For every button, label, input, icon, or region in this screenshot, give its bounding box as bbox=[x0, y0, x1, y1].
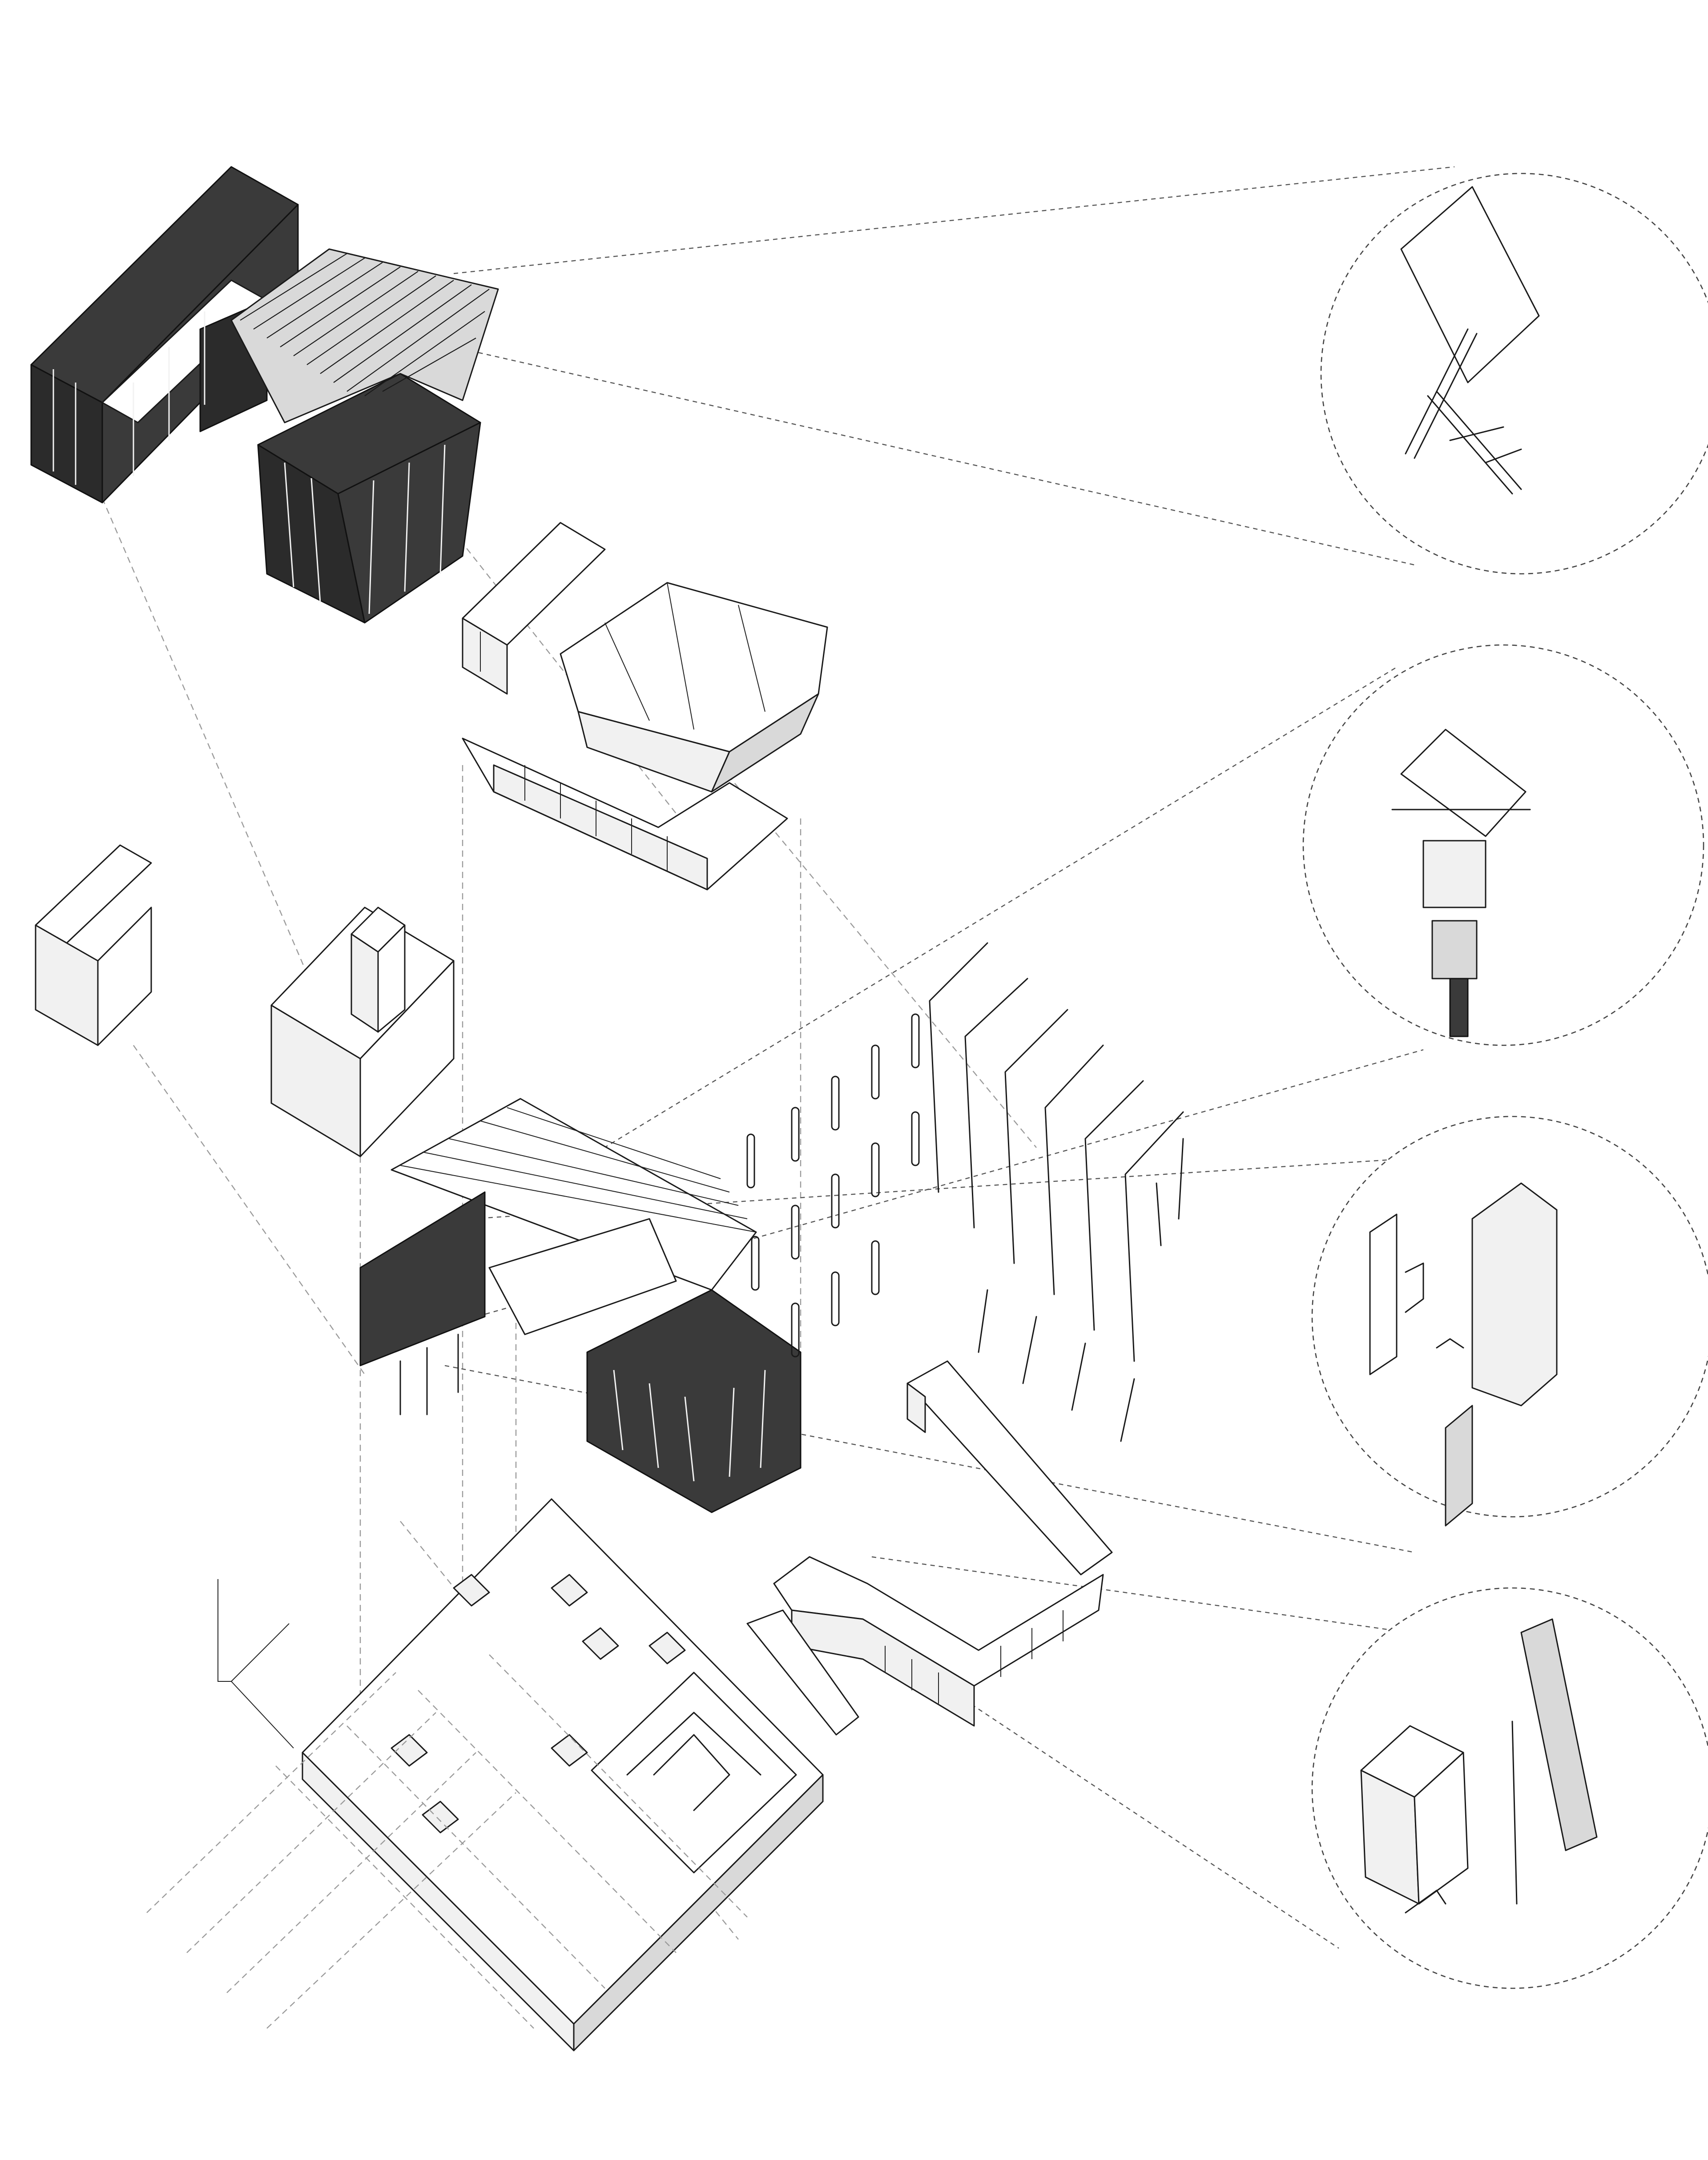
roof-cladding-layer bbox=[30, 166, 499, 624]
upper-wall-and-skylight-layer bbox=[462, 522, 828, 891]
timber-frame-floor-layer bbox=[359, 1098, 802, 1513]
detail-callout-1 bbox=[1320, 173, 1708, 575]
ground-plate-with-furniture bbox=[302, 1498, 824, 2051]
detail-callout-3 bbox=[1311, 1116, 1708, 1527]
service-core-module bbox=[35, 844, 152, 1046]
column-array bbox=[746, 1013, 920, 1358]
portal-frame-array bbox=[929, 942, 1184, 1442]
detail-callout-2 bbox=[1302, 644, 1704, 1046]
detail-callout-4 bbox=[1311, 1587, 1708, 1989]
ramp-and-stair-structure bbox=[746, 1360, 1113, 1736]
stair-tower-module bbox=[270, 907, 455, 1157]
foundation-grid bbox=[146, 1579, 748, 2029]
